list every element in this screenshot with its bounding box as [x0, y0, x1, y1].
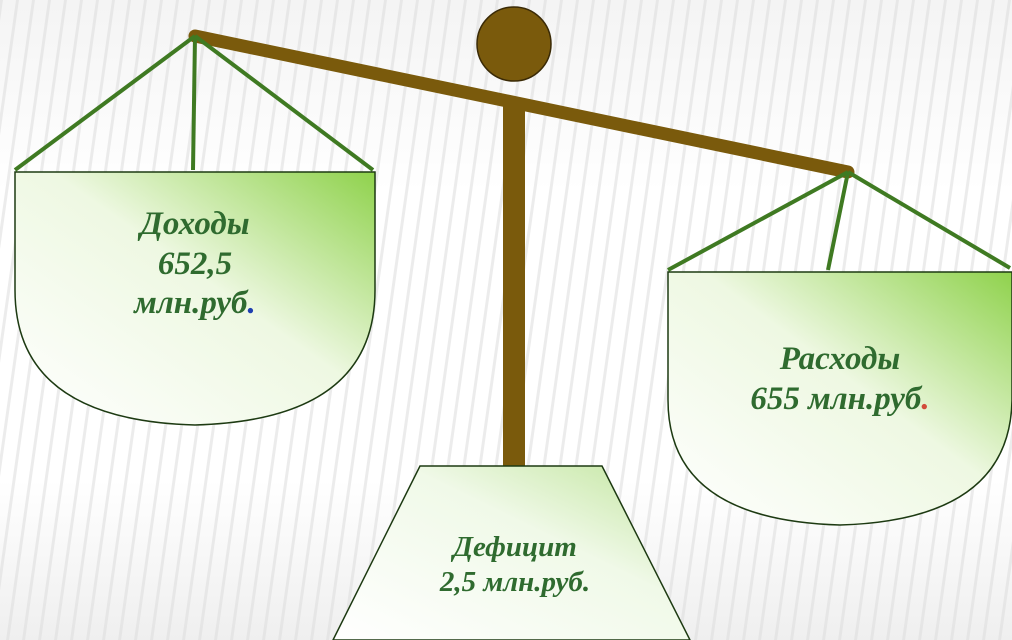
scale-base	[332, 465, 691, 640]
income-unit-line: млн.руб.	[60, 284, 330, 324]
income-dot: .	[247, 285, 256, 322]
expense-title: Расходы	[779, 341, 901, 377]
deficit-amount: 2,5 млн.руб.	[439, 565, 591, 598]
left-pan-strings	[13, 34, 375, 172]
scale-post	[503, 100, 525, 470]
right-pan-strings	[667, 170, 1012, 272]
expense-label: Расходы 655 млн.руб.	[690, 340, 990, 419]
income-amount: 652,5	[157, 245, 233, 282]
expense-pan	[667, 271, 1012, 526]
income-label: Доходы 652,5 млн.руб.	[60, 205, 330, 324]
income-title: Доходы	[140, 206, 250, 242]
expense-amount-line: 655 млн.руб.	[690, 380, 990, 420]
expense-dot: .	[921, 380, 930, 417]
expense-amount: 655 млн.руб	[750, 380, 922, 417]
deficit-label: Дефицит 2,5 млн.руб.	[395, 530, 635, 600]
scale-beam	[188, 29, 855, 179]
deficit-title: Дефицит	[453, 531, 577, 563]
scale-top-knob	[476, 6, 552, 82]
income-unit: млн.руб	[134, 285, 248, 322]
income-pan	[14, 171, 376, 426]
